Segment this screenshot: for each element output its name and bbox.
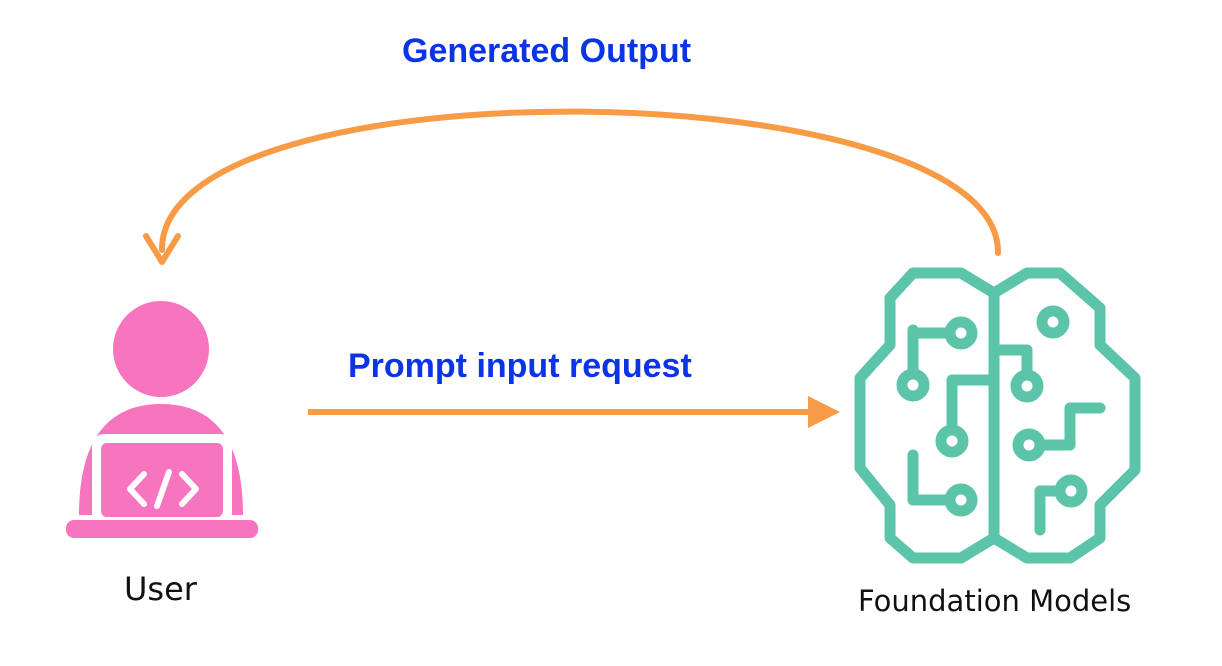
- brain-outline-left: [854, 267, 1000, 564]
- circuit-node-1: [896, 368, 930, 402]
- generated-output-arrow: [143, 108, 1002, 265]
- foundation-models-label: Foundation Models: [858, 584, 1132, 618]
- prompt-input-arrowhead: [808, 396, 840, 428]
- prompt-input-arrow: [308, 396, 840, 428]
- circuit-brain-icon: [854, 267, 1141, 564]
- code-glyph-icon: [127, 469, 199, 509]
- laptop-screen-inner: [101, 443, 223, 517]
- circuit-node-7: [1012, 428, 1046, 462]
- circuit-node-8: [1054, 474, 1088, 508]
- circuit-node-2: [935, 424, 969, 458]
- user-laptop-code-icon: [66, 301, 258, 538]
- generated-output-label: Generated Output: [402, 32, 692, 70]
- circuit-node-4: [944, 483, 978, 517]
- prompt-input-label: Prompt input request: [348, 347, 692, 385]
- user-label: User: [124, 570, 197, 608]
- laptop-base: [66, 520, 258, 538]
- circuit-trace-6: [1034, 402, 1106, 451]
- circuit-node-5: [1010, 369, 1044, 403]
- user-head: [113, 301, 209, 397]
- circuit-node-6: [1036, 305, 1070, 339]
- circuit-trace-5: [988, 344, 1033, 381]
- generated-output-arc: [158, 108, 1002, 256]
- circuit-trace-7: [1034, 485, 1066, 536]
- circuit-trace-4: [907, 449, 956, 506]
- brain-outline-right: [988, 267, 1141, 564]
- circuit-trace-2: [946, 374, 1000, 436]
- generated-output-arrowhead: [143, 233, 181, 265]
